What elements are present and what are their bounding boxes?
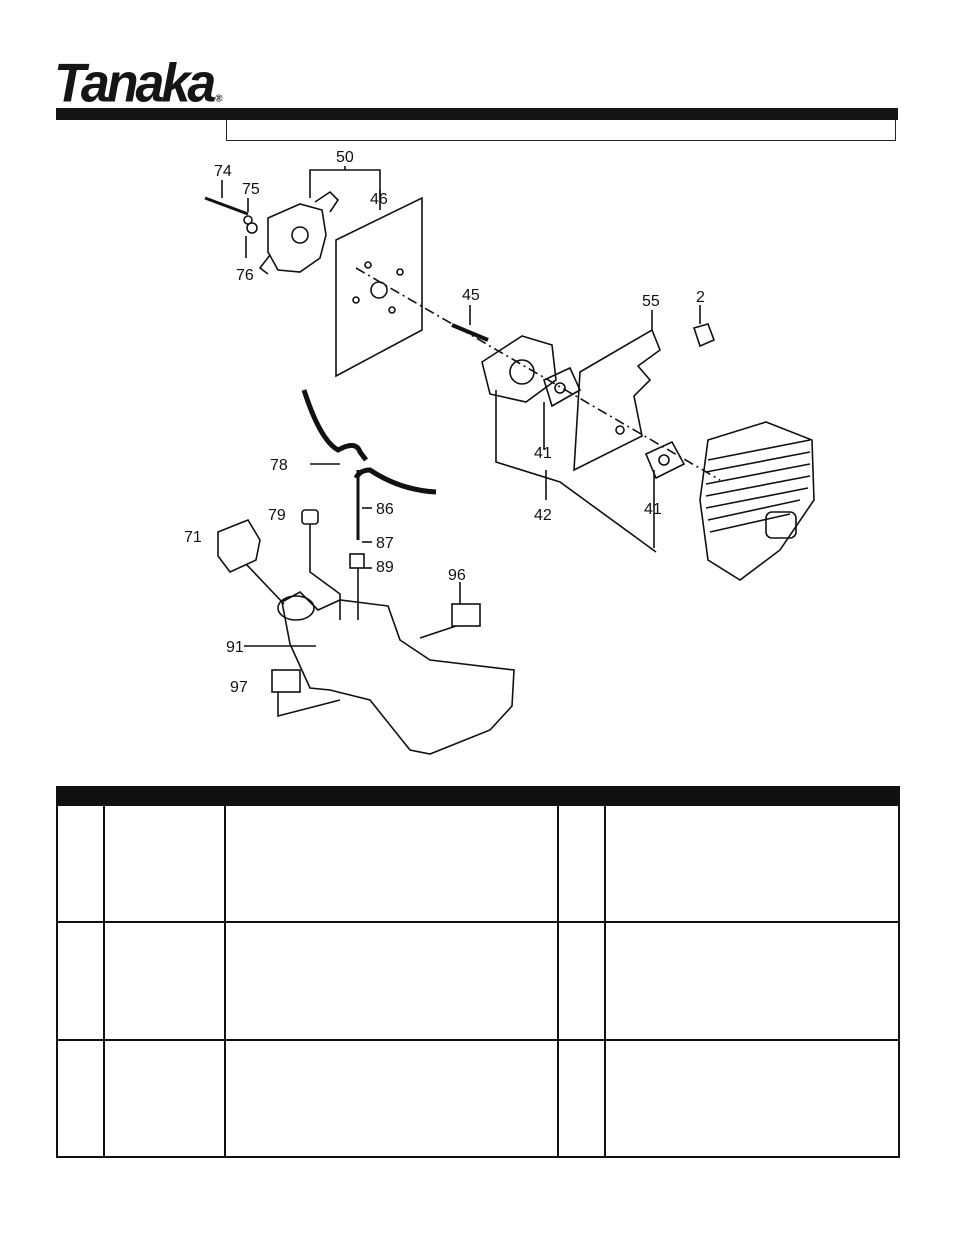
brand-name: Tanaka — [54, 53, 216, 114]
table-cell — [604, 1038, 900, 1159]
callout-71: 71 — [184, 529, 202, 546]
callout-74: 74 — [214, 163, 232, 180]
table-cell — [56, 1038, 105, 1159]
table-cell — [224, 1038, 559, 1159]
registered-mark: ® — [215, 92, 223, 105]
table-cell — [224, 921, 559, 1041]
table-cell — [56, 921, 105, 1041]
callout-41-lower: 41 — [644, 501, 662, 518]
callout-75: 75 — [242, 181, 260, 198]
tanaka-logo: Tanaka® — [54, 52, 223, 115]
table-cell — [557, 803, 606, 924]
callout-96: 96 — [448, 567, 466, 584]
callout-46: 46 — [370, 191, 388, 208]
callout-55: 55 — [642, 293, 660, 310]
parts-list-table — [56, 786, 900, 1159]
header-cell — [56, 786, 105, 806]
table-row — [56, 1038, 900, 1159]
callout-86: 86 — [376, 501, 394, 518]
exploded-parts-diagram: 74 75 76 50 46 45 55 2 41 42 41 78 86 87… — [184, 149, 815, 755]
table-cell — [604, 921, 900, 1041]
header-cell — [604, 786, 900, 806]
table-row — [56, 921, 900, 1041]
title-box — [226, 120, 896, 141]
callout-45: 45 — [462, 287, 480, 304]
table-cell — [557, 1038, 606, 1159]
callout-89: 89 — [376, 559, 394, 576]
table-cell — [56, 803, 105, 924]
table-header-row — [56, 786, 900, 806]
header-cell — [557, 786, 606, 806]
table-cell — [103, 921, 226, 1041]
callout-41-upper: 41 — [534, 445, 552, 462]
table-cell — [224, 803, 559, 924]
callout-79: 79 — [268, 507, 286, 524]
callout-2: 2 — [696, 289, 705, 306]
callout-labels: 74 75 76 50 46 45 55 2 41 42 41 78 86 87… — [184, 149, 705, 696]
callout-78: 78 — [270, 457, 288, 474]
header-cell — [103, 786, 226, 806]
callout-97: 97 — [230, 679, 248, 696]
table-cell — [103, 803, 226, 924]
table-row — [56, 803, 900, 924]
header-cell — [224, 786, 559, 806]
header-rule — [56, 108, 898, 120]
callout-50: 50 — [336, 149, 354, 166]
table-cell — [604, 803, 900, 924]
callout-76: 76 — [236, 267, 254, 284]
callout-42: 42 — [534, 507, 552, 524]
callout-91: 91 — [226, 639, 244, 656]
table-cell — [103, 1038, 226, 1159]
table-cell — [557, 921, 606, 1041]
callout-87: 87 — [376, 535, 394, 552]
